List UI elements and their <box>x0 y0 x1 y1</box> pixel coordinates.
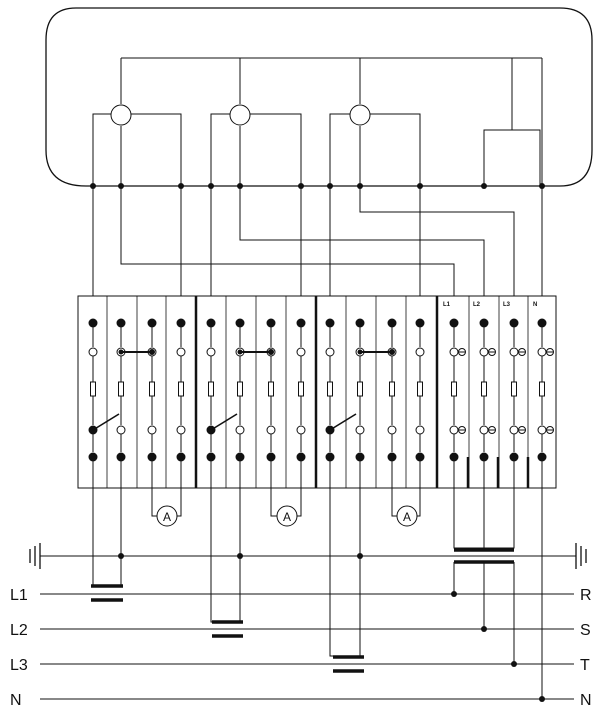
current-transformer-2 <box>212 620 243 638</box>
ammeter-3: A <box>396 505 418 527</box>
ammeter-2-circle <box>276 505 298 527</box>
shorting-switch-3 <box>329 413 357 431</box>
terminal-label-n: N <box>533 302 537 308</box>
phase-line-l3 <box>40 661 574 667</box>
terminal-14 <box>479 318 489 488</box>
terminal-block <box>77 295 557 489</box>
terminal-label-l2: L2 <box>473 302 481 308</box>
meter-dot-10 <box>481 183 487 189</box>
meter-internal-wiring <box>92 57 543 187</box>
coil-circle-3 <box>349 104 371 126</box>
label-l2: L2 <box>10 622 28 639</box>
ammeter-1-circle <box>156 505 178 527</box>
meter-module-box <box>483 129 541 187</box>
label-l1: L1 <box>10 587 28 604</box>
terminal-12 <box>415 318 425 488</box>
meter-housing <box>45 7 593 187</box>
terminal-11 <box>387 318 397 488</box>
terminal-label-l1: L1 <box>443 302 451 308</box>
coil-circle-2 <box>229 104 251 126</box>
ammeter-3-symbol: A <box>403 510 411 524</box>
shorting-switch-1 <box>92 413 120 431</box>
ct-secondary-wiring <box>92 488 361 657</box>
current-transformer-3 <box>333 655 364 673</box>
label-r: R <box>580 587 592 604</box>
terminal-1 <box>88 318 98 488</box>
ammeter-1: A <box>156 505 178 527</box>
terminal-13 <box>449 318 459 488</box>
label-n-right: N <box>580 692 592 709</box>
ammeter-1-symbol: A <box>163 510 171 524</box>
current-coil-symbols <box>110 104 371 126</box>
meter-to-terminal-wires <box>92 186 543 296</box>
line-labels-right: R S T N <box>580 587 592 709</box>
terminal-15 <box>509 318 519 488</box>
label-l3: L3 <box>10 657 28 674</box>
terminal-4 <box>176 318 186 488</box>
coil-circle-1 <box>110 104 132 126</box>
terminal-8 <box>296 318 306 488</box>
terminal-6 <box>235 318 245 488</box>
shorting-switch-2 <box>210 413 238 431</box>
neutral-line <box>40 696 574 702</box>
terminal-5 <box>206 318 216 488</box>
ammeter-2-symbol: A <box>283 510 291 524</box>
terminal-2 <box>116 318 126 488</box>
terminal-7 <box>266 318 276 488</box>
terminal-9 <box>325 318 335 488</box>
phase-line-l2 <box>40 626 574 632</box>
terminal-labels: L1 L2 L3 N <box>443 302 537 308</box>
label-s: S <box>580 622 591 639</box>
terminal-3 <box>147 318 157 488</box>
label-n-left: N <box>10 692 22 709</box>
phase-line-l1 <box>40 591 574 597</box>
current-transformer-1 <box>91 584 123 602</box>
line-labels-left: L1 L2 L3 N <box>10 587 28 709</box>
ammeter-3-circle <box>396 505 418 527</box>
earth-line <box>29 543 587 569</box>
label-t: T <box>580 657 590 674</box>
terminal-16 <box>537 318 547 488</box>
terminal-label-l3: L3 <box>503 302 511 308</box>
terminal-10 <box>355 318 365 488</box>
ammeter-2: A <box>276 505 298 527</box>
